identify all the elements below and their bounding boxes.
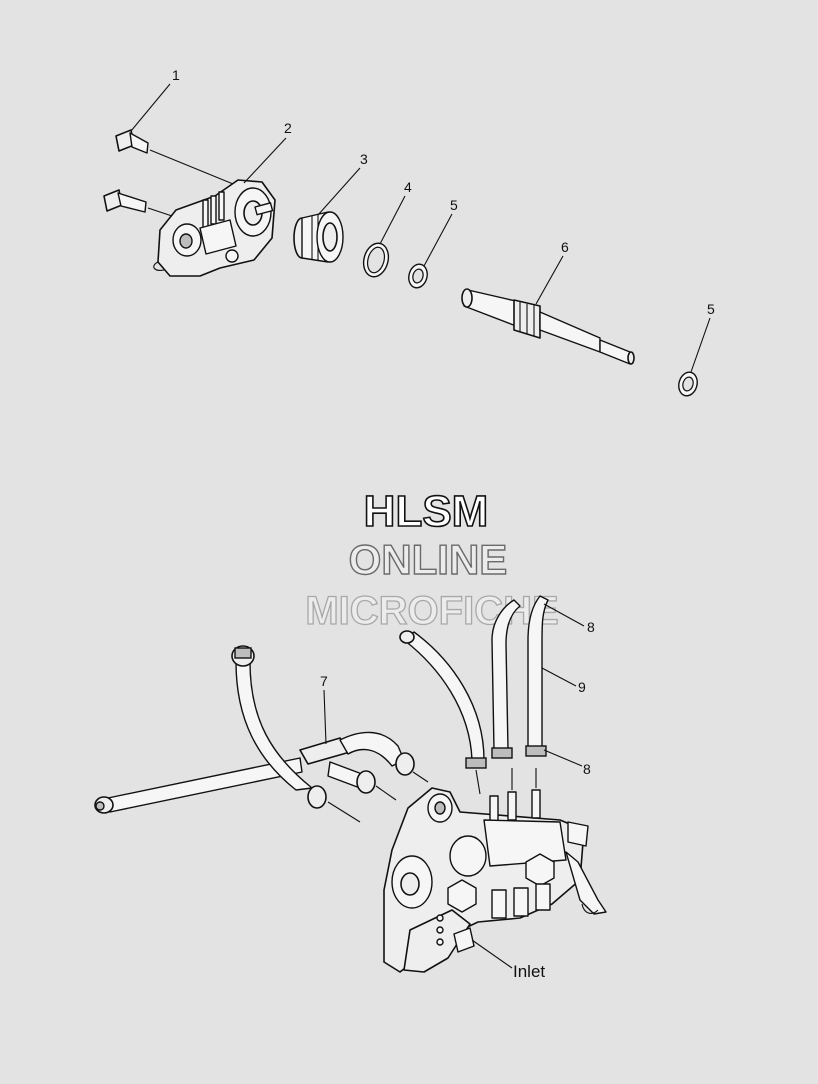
callout-5-right: 5 bbox=[707, 301, 715, 317]
callout-4: 4 bbox=[404, 179, 412, 195]
leader-3 bbox=[317, 167, 361, 216]
oil-pump-body-part bbox=[153, 179, 276, 277]
inlet-label: Inlet bbox=[513, 962, 545, 981]
oil-line-long-part bbox=[94, 757, 303, 814]
callout-8-upper: 8 bbox=[587, 619, 595, 635]
leader-8b bbox=[543, 749, 583, 767]
leader-1 bbox=[130, 83, 171, 132]
bolt-lower-alignment-line bbox=[147, 207, 173, 217]
hose-alignment-line-b bbox=[375, 785, 397, 801]
washer-right-inner bbox=[682, 376, 694, 392]
o-ring-inner bbox=[366, 246, 386, 274]
leader-7 bbox=[323, 689, 327, 745]
bolt-upper-part bbox=[115, 129, 149, 154]
tee-fitting-part bbox=[299, 731, 415, 794]
oil-line-curved-part bbox=[231, 645, 327, 809]
hose-alignment-line-d bbox=[475, 769, 481, 795]
hose-alignment-line-c bbox=[412, 771, 429, 783]
callout-3: 3 bbox=[360, 151, 368, 167]
leader-5a bbox=[423, 213, 453, 267]
callout-8-lower: 8 bbox=[583, 761, 591, 777]
callout-6: 6 bbox=[561, 239, 569, 255]
leader-8a bbox=[543, 603, 585, 627]
watermark-line-3: MICROFICHE bbox=[305, 589, 558, 633]
leader-4 bbox=[379, 195, 406, 245]
bolt-upper-alignment-line bbox=[149, 149, 239, 187]
watermark-line-2: ONLINE bbox=[349, 536, 508, 583]
vertical-hoses-part bbox=[491, 595, 549, 759]
washer-upper-inner bbox=[412, 268, 424, 284]
leader-6 bbox=[535, 255, 564, 305]
callout-9: 9 bbox=[578, 679, 586, 695]
leader-inlet bbox=[471, 939, 513, 969]
oil-pump-assembly-part bbox=[383, 787, 607, 973]
leader-5b bbox=[690, 317, 711, 373]
watermark-line-1: HLSM bbox=[364, 487, 489, 536]
oil-line-upper-part bbox=[399, 630, 487, 769]
hose-alignment-line-a bbox=[327, 801, 361, 823]
leader-9 bbox=[541, 667, 577, 687]
callout-5-upper: 5 bbox=[450, 197, 458, 213]
callout-1: 1 bbox=[172, 67, 180, 83]
callout-2: 2 bbox=[284, 120, 292, 136]
drive-shaft-part bbox=[461, 288, 635, 365]
callout-7: 7 bbox=[320, 673, 328, 689]
bolt-lower-part bbox=[103, 189, 147, 213]
gear-bushing-part bbox=[293, 211, 344, 263]
leader-2 bbox=[243, 137, 287, 184]
